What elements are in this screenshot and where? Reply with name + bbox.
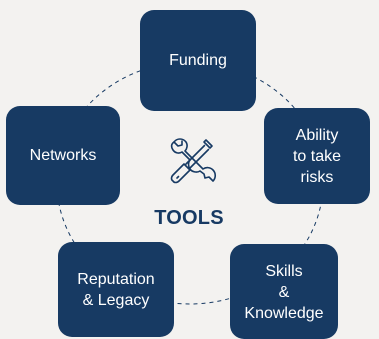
ability-to-take-risks-label: Ability to take risks [292,126,342,186]
funding-label: Funding [169,52,227,69]
funding-node: Funding [140,10,256,111]
tools-icon [170,138,217,184]
ability-to-take-risks-node: Ability to take risks [264,108,370,204]
networks-label: Networks [29,147,97,164]
networks-node: Networks [6,106,120,205]
tools-title: TOOLS [154,207,224,229]
reputation-and-legacy-label: Reputation & Legacy [77,270,155,309]
skills-and-knowledge-label: Skills & Knowledge [244,263,324,322]
skills-and-knowledge-node: Skills & Knowledge [230,244,338,339]
reputation-and-legacy-node: Reputation & Legacy [58,242,174,337]
